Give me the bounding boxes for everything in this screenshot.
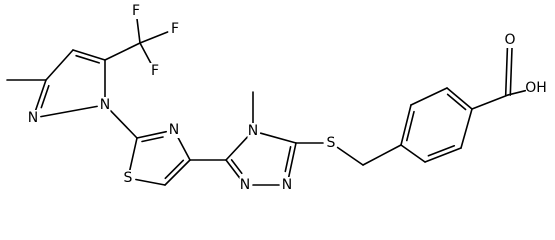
- bond-a20-a18-inner: [284, 146, 292, 173]
- bond-a24-a25-inner: [405, 110, 415, 142]
- bond-a28-a29-inner: [427, 145, 456, 157]
- atom-label-background: [99, 97, 111, 113]
- bond-a23-a24: [362, 144, 402, 166]
- atom-symbol: OH: [525, 80, 547, 96]
- bond-a4-a7: [104, 42, 141, 61]
- atom-symbol: S: [327, 135, 336, 151]
- bond-a12-a13: [177, 136, 191, 161]
- bond-a24-a25: [400, 104, 412, 146]
- atom-label-a10: F: [149, 63, 161, 79]
- bond-a26-a27-inner: [446, 93, 467, 111]
- bond-layer: [6, 18, 527, 186]
- atom-label-a31: O: [504, 32, 516, 48]
- atom-label-a12: N: [168, 122, 180, 138]
- bond-a11-a12: [136, 130, 167, 139]
- bond-a19-a16: [225, 159, 241, 180]
- atom-symbol: O: [504, 32, 515, 48]
- atom-label-a6: N: [99, 97, 111, 113]
- bond-a17-a20: [259, 132, 297, 144]
- atom-symbol: F: [132, 3, 140, 19]
- atom-label-a9: F: [169, 21, 181, 37]
- bond-a30-a31: [509, 47, 513, 96]
- bond-a22-a23: [336, 146, 364, 166]
- atom-symbol: N: [28, 110, 38, 126]
- bond-a7-a9: [139, 31, 169, 44]
- atom-label-background: [504, 32, 516, 48]
- bond-a25-a26: [410, 87, 448, 106]
- atom-symbol: N: [282, 177, 292, 193]
- bond-a5-a2-inner: [40, 84, 50, 109]
- atom-label-background: [325, 135, 337, 151]
- bond-a7-a10: [139, 42, 152, 65]
- atom-label-a8: F: [130, 3, 142, 19]
- bond-a7-a8: [136, 18, 141, 44]
- atom-label-a32: OH: [525, 80, 547, 96]
- atom-symbol: N: [100, 97, 110, 113]
- bond-a5-a2: [34, 79, 47, 112]
- bond-a19-a16-inner: [230, 159, 243, 175]
- bond-a13-a14: [164, 159, 191, 186]
- bond-a3-a4: [72, 49, 106, 61]
- atom-label-background: [130, 3, 142, 19]
- atom-label-background: [27, 110, 39, 126]
- bond-a16-a17: [225, 136, 249, 161]
- bond-a27-a28: [460, 108, 473, 149]
- atom-label-a5: N: [27, 110, 39, 126]
- atom-label-background: [239, 177, 251, 193]
- bond-a2-a3: [45, 49, 74, 81]
- atom-label-background: [169, 21, 181, 37]
- bond-a6-a11: [109, 109, 138, 139]
- atom-label-background: [281, 177, 293, 193]
- atom-label-background: [168, 122, 180, 138]
- atom-label-background: [526, 80, 546, 96]
- atom-label-a15: S: [122, 170, 134, 186]
- bond-a14-a15: [135, 178, 166, 186]
- atom-symbol: N: [240, 177, 250, 193]
- atom-label-background: [149, 63, 161, 79]
- bond-a11-a12-inner: [141, 136, 164, 143]
- atom-label-layer: N N F F F N S N N N S O OH: [27, 3, 547, 193]
- atom-label-background: [122, 170, 134, 186]
- atom-label-a22: S: [325, 135, 337, 151]
- bond-a13-a14-inner: [164, 159, 185, 180]
- bond-a27-a30: [471, 94, 509, 110]
- atom-symbol: N: [169, 122, 179, 138]
- atom-label-a18: N: [281, 177, 293, 193]
- bond-a3-a4-inner: [75, 54, 100, 64]
- atom-label-a19: N: [239, 177, 251, 193]
- bond-a6-a5: [40, 105, 98, 118]
- bond-a20-a18: [287, 142, 297, 178]
- bond-a29-a24: [400, 144, 426, 163]
- bond-a26-a27: [446, 87, 473, 110]
- bond-a15-a11: [129, 137, 138, 171]
- atom-symbol: S: [124, 170, 133, 186]
- bond-a30-a31-second: [504, 47, 509, 96]
- atom-symbol: F: [151, 63, 159, 79]
- bond-a28-a29: [424, 147, 462, 163]
- bond-a30-a32: [507, 89, 527, 96]
- atom-symbol: F: [171, 21, 179, 37]
- atom-label-a17: N: [247, 123, 259, 139]
- chemical-structure-diagram: N N F F F N S N N N S O OH: [6, 3, 547, 193]
- atom-label-background: [247, 123, 259, 139]
- atom-symbol: N: [248, 123, 258, 139]
